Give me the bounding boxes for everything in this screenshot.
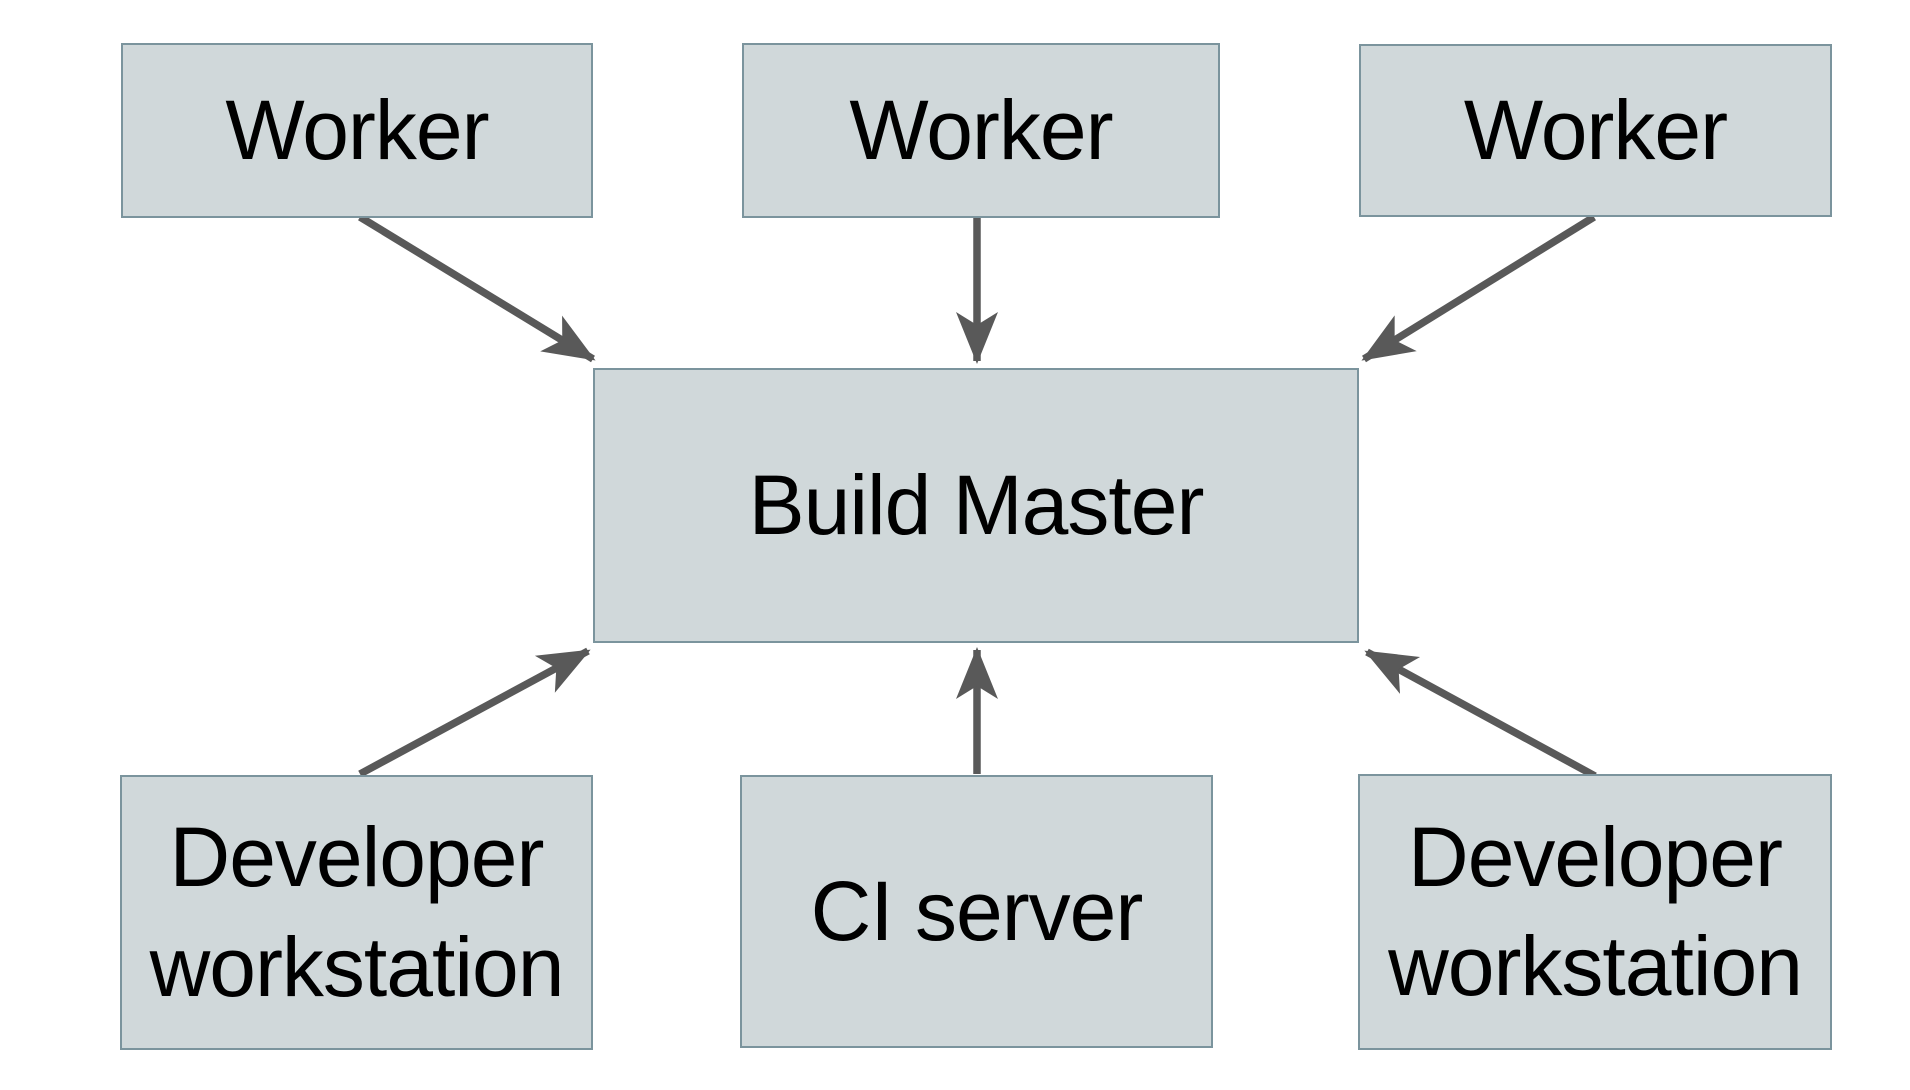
node-worker-2-label: Worker bbox=[849, 82, 1113, 177]
node-worker-3: Worker bbox=[1359, 44, 1832, 217]
node-ci-server: CI server bbox=[740, 775, 1213, 1048]
node-build-master-label: Build Master bbox=[748, 457, 1205, 552]
node-developer-workstation-right-label: Developer workstation bbox=[1388, 809, 1803, 1013]
arrow-devleft-to-buildmaster bbox=[358, 647, 591, 778]
node-developer-workstation-left: Developer workstation bbox=[120, 775, 593, 1050]
node-worker-2: Worker bbox=[742, 43, 1220, 218]
arrow-worker3-to-buildmaster bbox=[1361, 213, 1596, 363]
arrow-worker1-to-buildmaster bbox=[358, 213, 596, 363]
node-build-master: Build Master bbox=[593, 368, 1359, 643]
arrow-devright-to-buildmaster bbox=[1364, 648, 1597, 780]
node-developer-workstation-right: Developer workstation bbox=[1358, 774, 1832, 1050]
node-developer-workstation-left-label: Developer workstation bbox=[149, 810, 565, 1014]
node-worker-1: Worker bbox=[121, 43, 593, 218]
node-worker-3-label: Worker bbox=[1463, 82, 1728, 177]
node-worker-1-label: Worker bbox=[225, 82, 489, 177]
node-ci-server-label: CI server bbox=[810, 863, 1144, 958]
